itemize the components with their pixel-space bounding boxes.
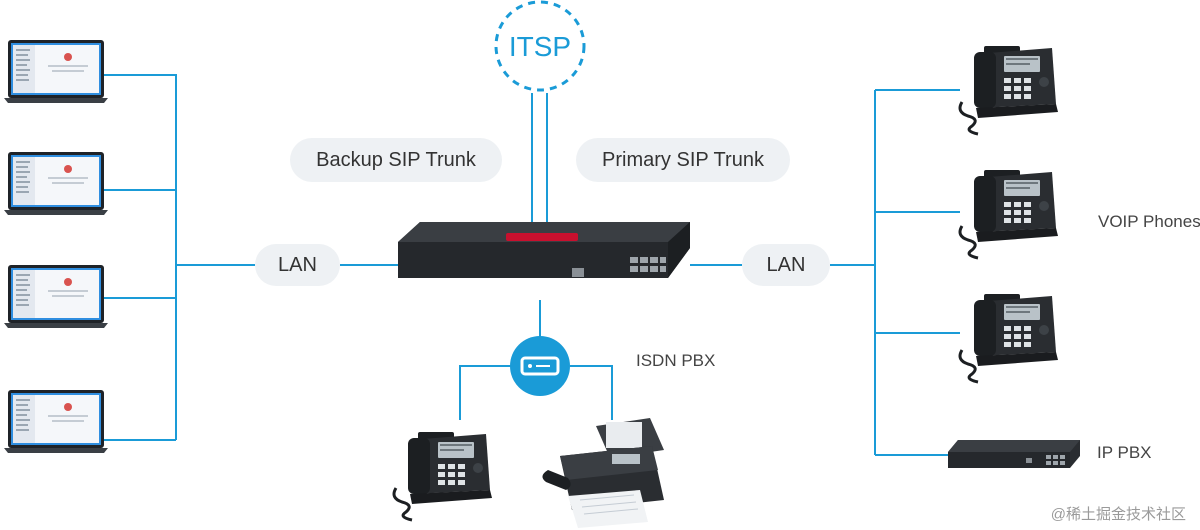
laptop-icon bbox=[4, 390, 108, 453]
backup-sip-trunk-label: Backup SIP Trunk bbox=[316, 148, 476, 171]
lan-left-label: LAN bbox=[278, 253, 317, 276]
desk-phone-icon bbox=[958, 44, 1060, 136]
lan-right-pill: LAN bbox=[742, 244, 830, 286]
connection-lines bbox=[100, 74, 960, 456]
desk-phone-icon bbox=[392, 430, 494, 522]
watermark: @稀土掘金技术社区 bbox=[1050, 506, 1186, 523]
itsp-cloud bbox=[494, 0, 586, 92]
voip-gateway-icon bbox=[398, 222, 690, 278]
ip-pbx-label: IP PBX bbox=[1097, 443, 1152, 462]
lan-right-label: LAN bbox=[766, 253, 806, 276]
fax-machine-icon bbox=[542, 418, 664, 528]
voip-phones-label: VOIP Phones bbox=[1098, 212, 1200, 231]
ip-pbx-icon bbox=[948, 440, 1080, 468]
isdn-pbx-label: ISDN PBX bbox=[636, 351, 716, 370]
itsp-label: ITSP bbox=[508, 31, 572, 62]
laptop-icon bbox=[4, 265, 108, 328]
lan-left-pill: LAN bbox=[255, 244, 340, 286]
isdn-pbx-icon bbox=[510, 336, 570, 396]
laptop-icon bbox=[4, 152, 108, 215]
primary-sip-trunk-pill: Primary SIP Trunk bbox=[576, 138, 790, 182]
primary-sip-trunk-label: Primary SIP Trunk bbox=[602, 148, 764, 171]
desk-phone-icon bbox=[958, 168, 1060, 260]
desk-phone-icon bbox=[958, 292, 1060, 384]
laptop-icon bbox=[4, 40, 108, 103]
backup-sip-trunk-pill: Backup SIP Trunk bbox=[290, 138, 502, 182]
